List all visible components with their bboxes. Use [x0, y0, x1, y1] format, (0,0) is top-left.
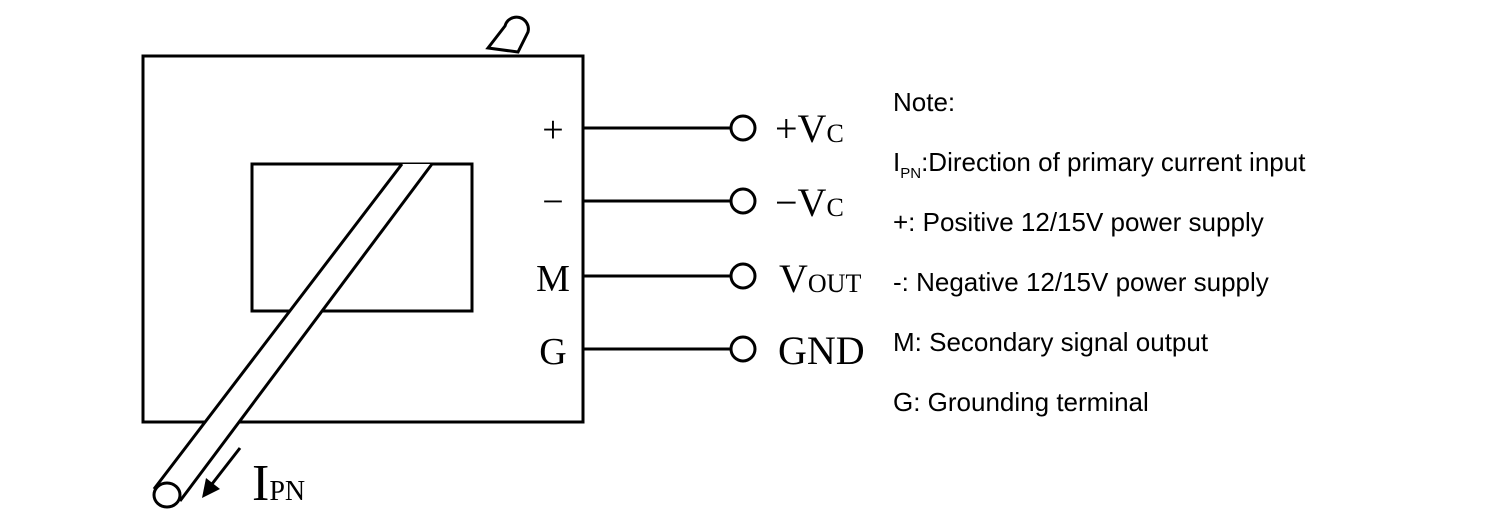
note-ipn-subscript: PN	[900, 165, 922, 182]
pin-row-m: M VOUT	[536, 256, 861, 301]
terminal-g	[729, 335, 757, 363]
conductor-top-stub	[485, 15, 530, 54]
notes-panel: Note: IPN:Direction of primary current i…	[893, 84, 1493, 444]
current-label: IPN	[252, 455, 305, 512]
pin-row-g: G GND	[539, 328, 864, 373]
signal-label-minus: −VC	[775, 180, 844, 225]
terminal-minus	[729, 187, 757, 215]
note-ipn: IPN:Direction of primary current input	[893, 144, 1493, 204]
pin-label-m: M	[536, 258, 570, 300]
signal-label-m: VOUT	[779, 256, 861, 301]
conductor-end	[152, 481, 182, 509]
pin-row-minus: − −VC	[542, 180, 844, 225]
terminal-m	[729, 262, 757, 290]
pin-row-plus: + +VC	[542, 106, 844, 151]
notes-title: Note:	[893, 87, 956, 117]
note-m: M: Secondary signal output	[893, 327, 1209, 357]
pin-label-g: G	[539, 331, 566, 373]
pin-label-plus: +	[542, 109, 563, 151]
current-direction-arrow-icon	[202, 447, 242, 498]
signal-label-g: GND	[778, 328, 865, 373]
note-ipn-symbol: I	[893, 147, 901, 177]
terminal-plus	[729, 114, 757, 142]
note-ipn-text: :Direction of primary current input	[921, 147, 1306, 177]
pin-label-minus: −	[542, 181, 563, 223]
primary-conductor	[152, 163, 434, 509]
note-plus: +: Positive 12/15V power supply	[893, 207, 1264, 237]
signal-label-plus: +VC	[775, 106, 844, 151]
note-minus: -: Negative 12/15V power supply	[893, 267, 1269, 297]
note-g: G: Grounding terminal	[893, 387, 1149, 417]
